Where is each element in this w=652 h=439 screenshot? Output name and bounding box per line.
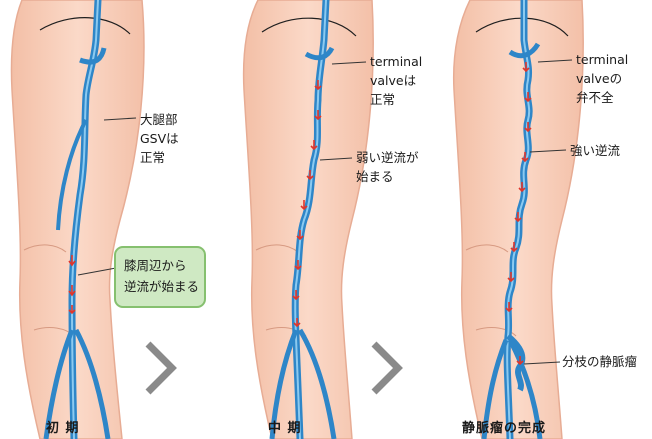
knee-callout-line: 逆流が始まる	[124, 276, 204, 297]
gsv-label-line: GSVは	[140, 129, 179, 148]
progress-arrow-icon	[148, 344, 172, 392]
terminal-late-line: valveの	[576, 69, 628, 88]
weak-reflux-line: 始まる	[356, 167, 419, 186]
strong-reflux-label: 強い逆流	[570, 141, 620, 160]
knee-callout-text: 膝周辺から 逆流が始まる	[124, 255, 204, 297]
caption-middle: 中 期	[268, 417, 302, 436]
gsv-label-line: 正常	[140, 148, 179, 167]
weak-reflux-label: 弱い逆流が 始まる	[356, 148, 419, 186]
terminal-mid-line: terminal	[370, 52, 422, 71]
terminal-late-line: terminal	[576, 50, 628, 69]
caption-early: 初 期	[46, 417, 80, 436]
leg-complete	[454, 0, 583, 439]
branch-varix-line: 分枝の静脈瘤	[562, 352, 637, 371]
knee-callout-line: 膝周辺から	[124, 255, 204, 276]
terminal-mid-line: 正常	[370, 90, 422, 109]
terminal-valve-failure-label: terminal valveの 弁不全	[576, 50, 628, 107]
caption-complete: 静脈瘤の完成	[462, 417, 546, 436]
strong-reflux-line: 強い逆流	[570, 141, 620, 160]
terminal-valve-normal-label: terminal valveは 正常	[370, 52, 422, 109]
leg-middle	[244, 0, 374, 439]
leg-early	[11, 0, 143, 439]
gsv-label-line: 大腿部	[140, 110, 179, 129]
progress-arrow-icon	[374, 344, 398, 392]
terminal-mid-line: valveは	[370, 71, 422, 90]
branch-varix-label: 分枝の静脈瘤	[562, 352, 637, 371]
gsv-label: 大腿部 GSVは 正常	[140, 110, 179, 167]
weak-reflux-line: 弱い逆流が	[356, 148, 419, 167]
terminal-late-line: 弁不全	[576, 88, 628, 107]
knee-reflux-callout: 膝周辺から 逆流が始まる	[114, 246, 206, 308]
